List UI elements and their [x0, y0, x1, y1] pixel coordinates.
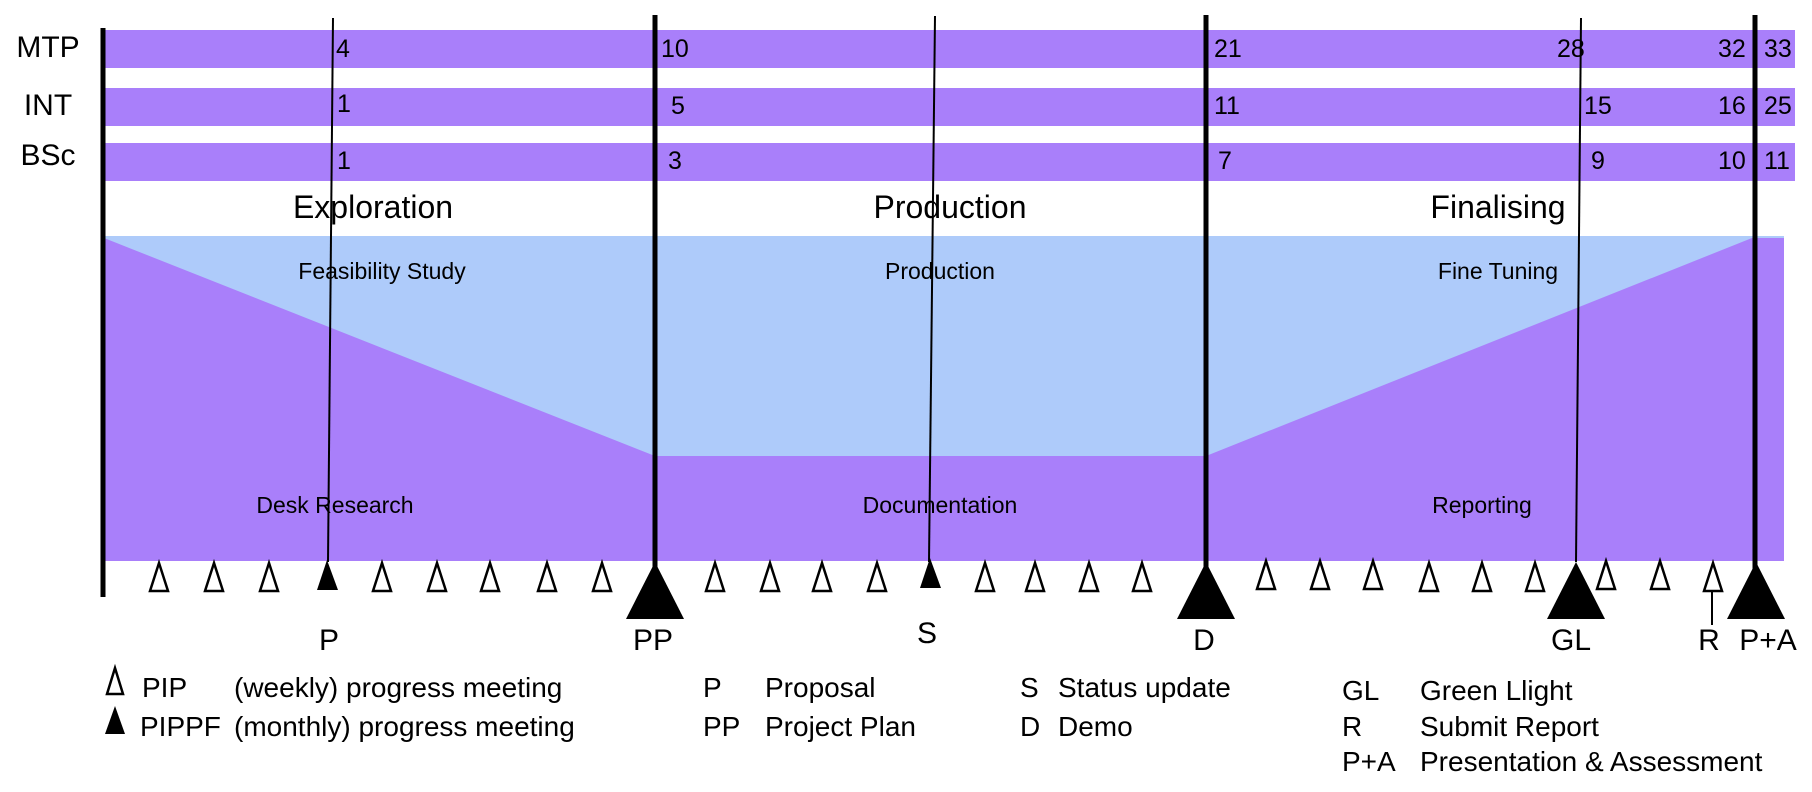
- legend-pip-desc: (weekly) progress meeting: [234, 672, 562, 703]
- legend-desc-submit-report: Submit Report: [1420, 711, 1599, 742]
- week-num: 10: [1718, 147, 1746, 175]
- weekly-meeting-icon: [148, 558, 170, 593]
- weekly-meeting-icon: [1024, 558, 1046, 593]
- week-num: 25: [1764, 92, 1792, 120]
- activity-reporting: Reporting: [1432, 492, 1532, 518]
- weekly-meeting-icon: [258, 558, 280, 593]
- weekly-meeting-icon: [1131, 558, 1153, 593]
- legend-desc-demo: Demo: [1058, 711, 1133, 742]
- weekly-meeting-icon: [1649, 556, 1671, 591]
- activity-desk-research: Desk Research: [256, 492, 413, 518]
- legend-abbr-gl: GL: [1342, 675, 1379, 706]
- week-num: 5: [671, 92, 685, 120]
- weekly-meeting-icon: [1524, 558, 1546, 593]
- legend-desc-status-update: Status update: [1058, 672, 1231, 703]
- week-num: 10: [661, 35, 689, 63]
- activity-fine-tuning: Fine Tuning: [1438, 258, 1558, 284]
- weekly-meeting-icon: [203, 558, 225, 593]
- activity-area-top: [104, 236, 1784, 456]
- week-num: 15: [1584, 92, 1612, 120]
- weekly-meeting-icon: [759, 558, 781, 593]
- week-num: 3: [668, 147, 682, 175]
- weekly-meeting-icon: [1418, 558, 1440, 593]
- milestone-label-s: S: [917, 617, 937, 650]
- pippf-legend-icon: [105, 706, 125, 734]
- phase-production: Production: [874, 189, 1027, 225]
- legend-pippf-abbr: PIPPF: [140, 711, 221, 742]
- legend-abbr-s: S: [1020, 672, 1039, 703]
- week-num: 11: [1214, 92, 1240, 120]
- legend-abbr-pa: P+A: [1342, 746, 1396, 777]
- pip-legend-icon: [105, 663, 125, 696]
- legend-desc-presentation: Presentation & Assessment: [1420, 746, 1763, 777]
- legend-abbr-r: R: [1342, 711, 1362, 742]
- weekly-meeting-icon: [704, 558, 726, 593]
- week-num: 4: [336, 35, 350, 63]
- bsc-bar: [103, 143, 1795, 181]
- weekly-meeting-icon: [591, 558, 613, 593]
- phase-finalising: Finalising: [1430, 189, 1565, 225]
- milestone-triangle-d: [1177, 562, 1235, 619]
- week-num: 32: [1718, 35, 1746, 63]
- weekly-meeting-icon: [1362, 556, 1384, 591]
- weekly-meeting-icon: [811, 558, 833, 593]
- milestone-label-pa: P+A: [1739, 624, 1797, 657]
- week-num: 1: [337, 147, 351, 175]
- legend-abbr-p: P: [703, 672, 722, 703]
- weekly-meeting-icon: [1595, 556, 1617, 591]
- phase-exploration: Exploration: [293, 189, 453, 225]
- milestone-label-d: D: [1193, 624, 1215, 657]
- week-num: 7: [1218, 147, 1232, 175]
- week-num: 33: [1764, 35, 1792, 63]
- week-num: 11: [1764, 147, 1790, 175]
- weekly-meeting-icon: [1255, 556, 1277, 591]
- weekly-meeting-icon: [479, 558, 501, 593]
- milestone-triangle-pa: [1727, 562, 1785, 619]
- legend-pippf-desc: (monthly) progress meeting: [234, 711, 575, 742]
- weekly-meeting-icon: [1078, 558, 1100, 593]
- weekly-meeting-icon: [536, 558, 558, 593]
- row-label-int: INT: [24, 89, 72, 122]
- weekly-meeting-icon: [974, 558, 996, 593]
- milestone-line-gl: [1575, 17, 1582, 563]
- row-label-mtp: MTP: [16, 31, 79, 64]
- week-num: 16: [1718, 92, 1746, 120]
- legend-desc-green-light: Green Llight: [1420, 675, 1573, 706]
- milestone-line-p: [327, 17, 334, 563]
- row-label-bsc: BSc: [20, 139, 75, 172]
- legend-desc-proposal: Proposal: [765, 672, 876, 703]
- weekly-meeting-icon: [371, 558, 393, 593]
- weekly-meeting-markers: [148, 556, 1724, 593]
- weekly-meeting-icon: [426, 558, 448, 593]
- weekly-meeting-icon: [1309, 556, 1331, 591]
- activity-documentation: Documentation: [863, 492, 1018, 518]
- week-num: 1: [337, 90, 351, 118]
- legend-abbr-pp: PP: [703, 711, 740, 742]
- milestone-label-p: P: [319, 624, 339, 657]
- week-num: 21: [1214, 35, 1242, 63]
- milestone-label-pp: PP: [633, 624, 673, 657]
- legend-pip-abbr: PIP: [142, 672, 187, 703]
- monthly-meeting-icon: [317, 560, 338, 590]
- int-bar: [103, 88, 1795, 126]
- milestone-triangle-gl: [1547, 562, 1605, 619]
- legend-desc-project-plan: Project Plan: [765, 711, 916, 742]
- milestone-label-gl: GL: [1551, 624, 1591, 657]
- weekly-meeting-icon: [1702, 558, 1724, 593]
- week-num: 9: [1591, 147, 1605, 175]
- weekly-meeting-icon: [866, 558, 888, 593]
- milestone-line-s: [928, 15, 936, 563]
- monthly-meeting-icon: [920, 558, 941, 588]
- mtp-bar: [103, 30, 1795, 68]
- milestone-label-r: R: [1698, 624, 1720, 657]
- activity-feasibility-study: Feasibility Study: [298, 258, 466, 284]
- weekly-meeting-icon: [1471, 558, 1493, 593]
- legend-abbr-d: D: [1020, 711, 1040, 742]
- milestone-triangle-pp: [626, 562, 684, 619]
- activity-production: Production: [885, 258, 995, 284]
